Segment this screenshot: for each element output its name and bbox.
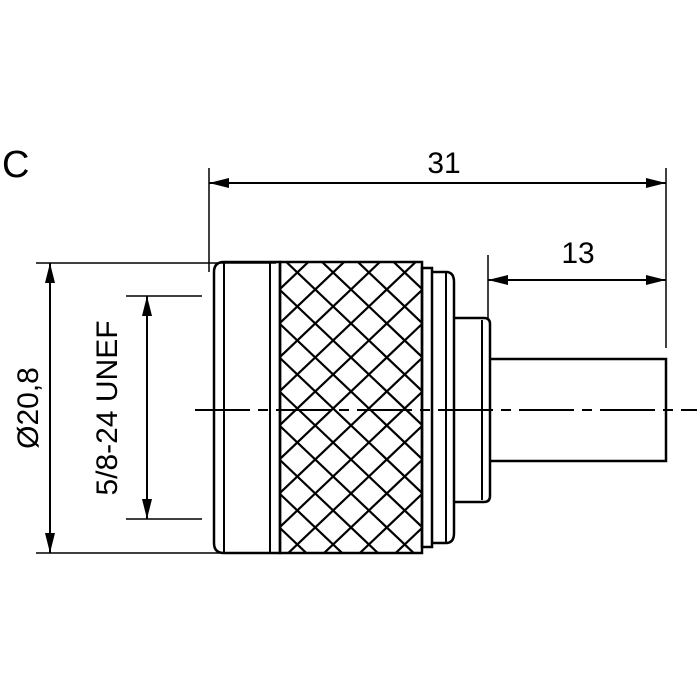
knurl-line — [280, 562, 422, 697]
knurl-line — [286, 425, 422, 553]
knurl-line — [280, 86, 422, 221]
knurl-pattern — [280, 86, 422, 697]
rear-ring-a — [420, 266, 434, 549]
knurl-line — [280, 262, 310, 290]
knurl-line — [280, 493, 344, 553]
knurl-line — [280, 262, 382, 358]
knurled-nut — [278, 260, 424, 555]
knurl-line — [280, 262, 418, 392]
knurl-line — [392, 262, 422, 290]
extension-lines — [36, 168, 667, 554]
knurl-line — [358, 493, 422, 553]
knurl-line — [280, 527, 308, 553]
knurl-line — [280, 262, 346, 324]
rear-ring-b — [432, 270, 456, 545]
knurl-line — [280, 86, 422, 221]
dim-text-diameter: Ø20,8 — [12, 367, 45, 449]
knurl-line — [356, 262, 422, 324]
dim-text-thread: 5/8-24 UNEF — [91, 320, 124, 495]
view-label: C — [2, 144, 29, 186]
connector-body — [212, 86, 668, 697]
knurl-line — [280, 391, 422, 528]
knurl-line — [280, 323, 422, 460]
dim-text-13: 13 — [561, 237, 594, 270]
knurl-line — [280, 289, 422, 426]
dim-text-31: 31 — [427, 147, 460, 180]
knurl-line — [280, 357, 422, 494]
knurl-line — [322, 459, 422, 553]
knurl-line — [280, 120, 422, 255]
dimension-lines — [45, 178, 666, 553]
knurl-line — [394, 527, 422, 553]
knurl-line — [280, 562, 422, 697]
knurl-line — [280, 120, 422, 255]
